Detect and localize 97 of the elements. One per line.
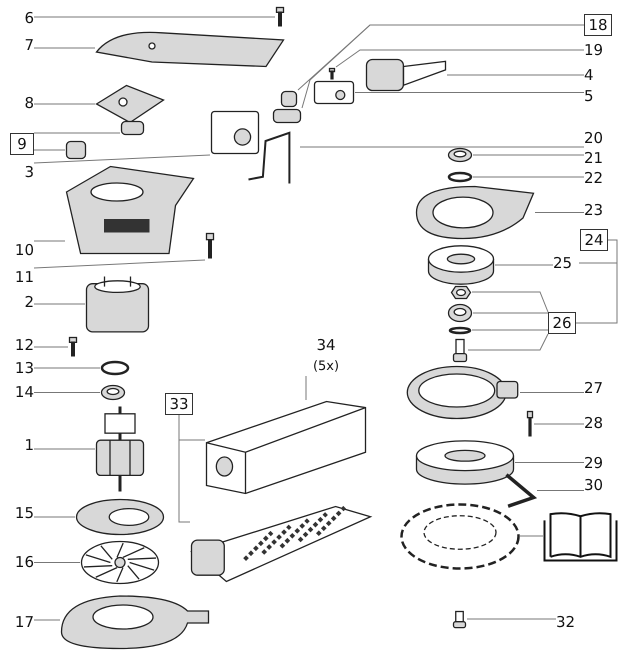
bearing-drawing bbox=[447, 147, 473, 163]
quantity-note: (5x) bbox=[312, 358, 340, 376]
leader-line bbox=[34, 346, 68, 348]
leader-line bbox=[576, 240, 618, 324]
callout-number: 14 bbox=[8, 383, 34, 401]
callout-number: 18 bbox=[584, 14, 612, 36]
stator-drawing bbox=[85, 275, 150, 333]
leader-line bbox=[446, 74, 584, 76]
ring-drawing bbox=[415, 440, 515, 485]
circuit-board-drawing bbox=[95, 84, 165, 124]
motor-housing-drawing bbox=[65, 165, 195, 255]
pad-brake-drawing bbox=[405, 365, 520, 420]
leader-line bbox=[300, 146, 584, 148]
bolt-drawing bbox=[452, 338, 468, 362]
callout-number: 29 bbox=[584, 454, 610, 472]
nut-drawing bbox=[450, 285, 472, 300]
cap-drawing bbox=[120, 120, 145, 136]
cover-plate-drawing bbox=[415, 185, 535, 240]
leader-line bbox=[178, 414, 190, 522]
armature-drawing bbox=[95, 405, 145, 493]
book-icon bbox=[543, 510, 618, 562]
screw-drawing bbox=[275, 6, 285, 28]
ring-drawing bbox=[100, 360, 130, 376]
leader-line bbox=[34, 16, 276, 18]
callout-number: 10 bbox=[8, 241, 34, 259]
dust-container-drawing bbox=[190, 505, 372, 583]
callout-number: 1 bbox=[8, 436, 34, 454]
leader-line bbox=[34, 392, 100, 393]
callout-number: 5 bbox=[584, 87, 610, 105]
leader-line bbox=[354, 92, 584, 93]
screw-drawing bbox=[526, 410, 534, 438]
cable-plug-drawing bbox=[365, 58, 447, 92]
callout-number: 23 bbox=[584, 201, 610, 219]
leader-line bbox=[34, 260, 206, 268]
callout-number: 20 bbox=[584, 129, 610, 147]
callout-number: 27 bbox=[584, 379, 610, 397]
leader-line bbox=[514, 462, 584, 463]
callout-number: 30 bbox=[584, 476, 610, 494]
leader-line bbox=[34, 448, 96, 450]
callout-number: 3 bbox=[8, 163, 34, 181]
clip-drawing bbox=[65, 140, 87, 160]
leader-line bbox=[336, 50, 584, 68]
hex-key-drawing bbox=[503, 473, 537, 508]
callout-number: 26 bbox=[548, 312, 576, 334]
callout-number: 34 bbox=[316, 336, 336, 354]
callout-number: 17 bbox=[8, 613, 34, 631]
screw-drawing bbox=[205, 232, 215, 260]
callout-number: 6 bbox=[8, 9, 34, 27]
fan-drawing bbox=[80, 540, 160, 585]
callout-number: 22 bbox=[584, 169, 610, 187]
screw-drawing bbox=[68, 336, 78, 358]
bearing-drawing bbox=[447, 303, 473, 323]
leader-line bbox=[520, 392, 584, 393]
sanding-pad-drawing bbox=[400, 503, 520, 570]
fan-guard-drawing bbox=[75, 498, 165, 536]
ring-drawing bbox=[447, 171, 473, 183]
leader-line bbox=[34, 562, 80, 563]
callout-number: 16 bbox=[8, 553, 34, 571]
clip-drawing bbox=[280, 90, 298, 108]
callout-number: 7 bbox=[8, 36, 34, 54]
callout-number: 24 bbox=[580, 229, 608, 251]
leader-line bbox=[34, 154, 210, 164]
leader-line bbox=[472, 176, 584, 178]
callout-number: 19 bbox=[584, 41, 610, 59]
leader-line bbox=[34, 240, 66, 242]
switch-drawing bbox=[210, 110, 260, 155]
leader-line bbox=[472, 292, 548, 312]
callout-number: 13 bbox=[8, 359, 34, 377]
filter-bag-drawing bbox=[205, 400, 367, 495]
screw-drawing bbox=[452, 610, 467, 628]
callout-number: 15 bbox=[8, 504, 34, 522]
leader-line bbox=[34, 132, 120, 134]
callout-number: 8 bbox=[8, 94, 34, 112]
leader-line bbox=[302, 24, 584, 108]
callout-number: 11 bbox=[8, 268, 34, 286]
callout-number: 25 bbox=[553, 254, 579, 272]
leader-line bbox=[472, 312, 548, 314]
leader-line bbox=[534, 212, 584, 213]
clip-drawing bbox=[272, 108, 302, 124]
leader-line bbox=[34, 516, 76, 518]
callout-number: 28 bbox=[584, 414, 610, 432]
leader-line bbox=[536, 490, 584, 491]
washer-drawing bbox=[448, 326, 472, 335]
callout-number: 12 bbox=[8, 336, 34, 354]
callout-number: 32 bbox=[556, 613, 582, 631]
callout-number: 2 bbox=[8, 293, 34, 311]
leader-line bbox=[494, 264, 554, 266]
bearing-housing-drawing bbox=[427, 245, 495, 285]
bearing-drawing bbox=[100, 384, 126, 401]
callout-number: 4 bbox=[584, 66, 610, 84]
callout-number: 9 bbox=[10, 133, 34, 155]
callout-number: 33 bbox=[165, 393, 193, 415]
leader-line bbox=[468, 334, 548, 350]
callout-number: 21 bbox=[584, 149, 610, 167]
leader-line bbox=[466, 618, 556, 620]
leader-line bbox=[472, 154, 584, 156]
connector-drawing bbox=[313, 80, 355, 105]
